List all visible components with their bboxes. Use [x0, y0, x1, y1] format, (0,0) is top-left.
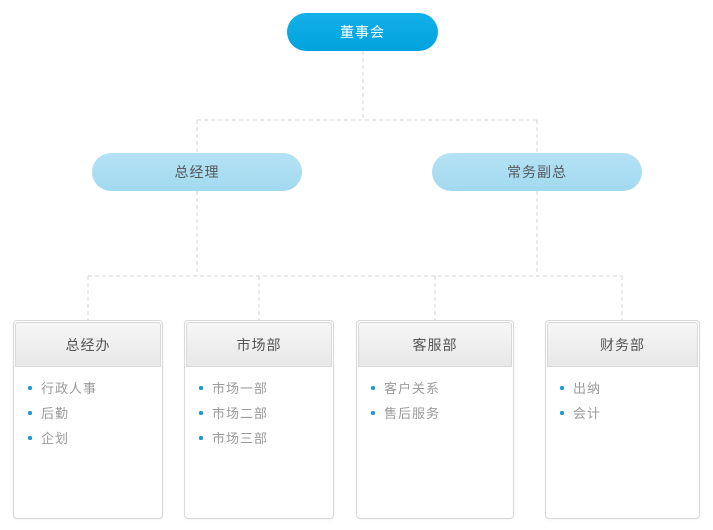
dept-item-label: 出纳	[573, 381, 602, 396]
dept-title: 总经办	[65, 336, 111, 353]
dept-item-label: 企划	[41, 431, 70, 446]
dept-item[interactable]: 行政人事	[28, 375, 156, 400]
dept-title: 市场部	[236, 336, 282, 353]
dept-item-label: 行政人事	[41, 381, 98, 396]
dept-title: 财务部	[600, 336, 645, 353]
dept-item-label: 后勤	[41, 406, 70, 421]
dept-item[interactable]: 企划	[28, 425, 156, 450]
dept-item-list: 客户关系 售后服务	[357, 368, 513, 425]
bullet-icon	[371, 410, 375, 415]
dept-item[interactable]: 出纳	[560, 375, 693, 400]
dept-item-list: 出纳 会计	[546, 368, 699, 425]
org-node-board[interactable]: 董事会	[287, 13, 438, 51]
bullet-icon	[28, 385, 32, 390]
org-node-label: 常务副总	[507, 164, 567, 180]
connector-level1-to-level2	[196, 51, 538, 153]
dept-item[interactable]: 市场三部	[199, 425, 327, 450]
bullet-icon	[199, 435, 203, 440]
dept-item-label: 市场一部	[212, 381, 269, 396]
dept-item-list: 市场一部 市场二部 市场三部	[185, 368, 333, 450]
dept-header[interactable]: 市场部	[186, 322, 332, 367]
dept-item[interactable]: 市场二部	[199, 400, 327, 425]
dept-header[interactable]: 客服部	[358, 322, 512, 367]
dept-item[interactable]: 客户关系	[371, 375, 507, 400]
dept-card-finance[interactable]: 财务部 出纳 会计	[545, 320, 700, 519]
org-node-label: 董事会	[340, 24, 385, 40]
dept-item[interactable]: 后勤	[28, 400, 156, 425]
dept-header[interactable]: 总经办	[15, 322, 161, 367]
dept-header[interactable]: 财务部	[547, 322, 698, 367]
dept-item-list: 行政人事 后勤 企划	[14, 368, 162, 450]
dept-item-label: 会计	[573, 406, 602, 421]
dept-card-marketing[interactable]: 市场部 市场一部 市场二部 市场三部	[184, 320, 334, 519]
connector-level2-to-level3	[87, 191, 623, 320]
dept-item-label: 售后服务	[384, 406, 441, 421]
dept-item[interactable]: 售后服务	[371, 400, 507, 425]
bullet-icon	[371, 385, 375, 390]
bullet-icon	[560, 410, 564, 415]
bullet-icon	[28, 435, 32, 440]
org-node-general-manager[interactable]: 总经理	[92, 153, 302, 191]
dept-item[interactable]: 会计	[560, 400, 693, 425]
dept-item[interactable]: 市场一部	[199, 375, 327, 400]
dept-card-general-office[interactable]: 总经办 行政人事 后勤 企划	[13, 320, 163, 519]
bullet-icon	[560, 385, 564, 390]
dept-title: 客服部	[412, 336, 458, 353]
org-node-label: 总经理	[174, 164, 220, 180]
dept-item-label: 客户关系	[384, 381, 441, 396]
bullet-icon	[199, 410, 203, 415]
org-node-executive-vp[interactable]: 常务副总	[432, 153, 642, 191]
bullet-icon	[199, 385, 203, 390]
dept-item-label: 市场二部	[212, 406, 269, 421]
dept-card-customer-service[interactable]: 客服部 客户关系 售后服务	[356, 320, 514, 519]
bullet-icon	[28, 410, 32, 415]
dept-item-label: 市场三部	[212, 431, 269, 446]
